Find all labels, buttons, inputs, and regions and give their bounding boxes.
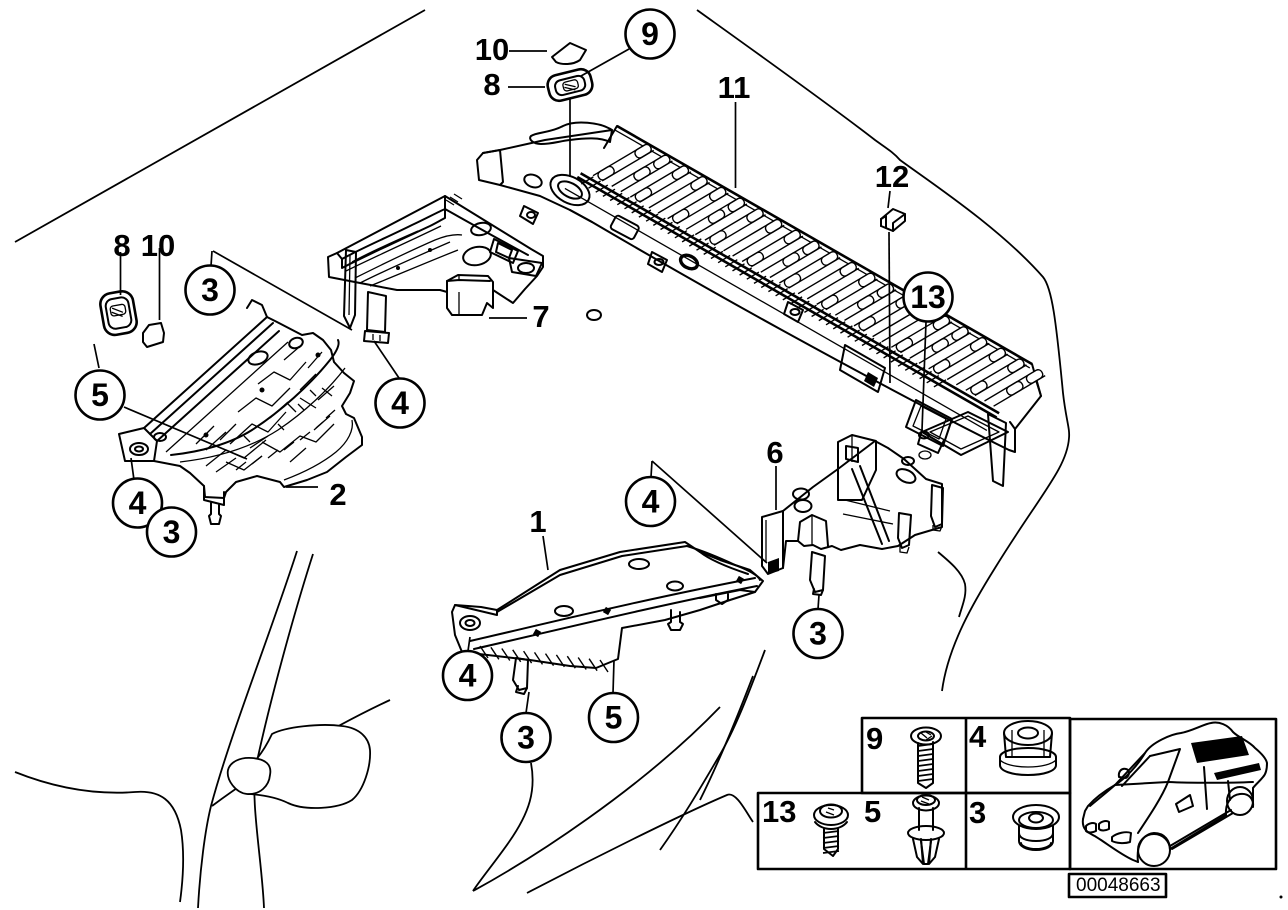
svg-text:1: 1	[529, 504, 546, 539]
svg-text:3: 3	[517, 720, 535, 756]
svg-text:5: 5	[91, 377, 109, 413]
svg-text:00048663: 00048663	[1076, 875, 1161, 896]
svg-text:12: 12	[875, 159, 909, 194]
svg-text:10: 10	[141, 228, 175, 263]
svg-text:3: 3	[201, 272, 219, 308]
svg-text:6: 6	[766, 435, 783, 470]
svg-text:9: 9	[641, 16, 659, 52]
svg-text:3: 3	[163, 514, 181, 550]
svg-text:4: 4	[129, 485, 147, 521]
svg-text:13: 13	[762, 794, 796, 829]
svg-text:5: 5	[864, 794, 881, 829]
svg-text:8: 8	[483, 67, 500, 102]
svg-text:4: 4	[642, 484, 660, 520]
svg-text:10: 10	[475, 32, 509, 67]
svg-text:2: 2	[329, 477, 346, 512]
svg-text:3: 3	[969, 795, 986, 830]
svg-text:9: 9	[866, 721, 883, 756]
svg-text:8: 8	[113, 228, 130, 263]
svg-text:11: 11	[718, 70, 751, 105]
svg-text:13: 13	[910, 279, 946, 315]
svg-text:7: 7	[532, 299, 549, 334]
svg-text:4: 4	[969, 719, 987, 754]
svg-text:3: 3	[809, 616, 827, 652]
svg-text:4: 4	[391, 385, 409, 421]
svg-text:5: 5	[605, 700, 623, 736]
svg-text:4: 4	[459, 658, 477, 694]
